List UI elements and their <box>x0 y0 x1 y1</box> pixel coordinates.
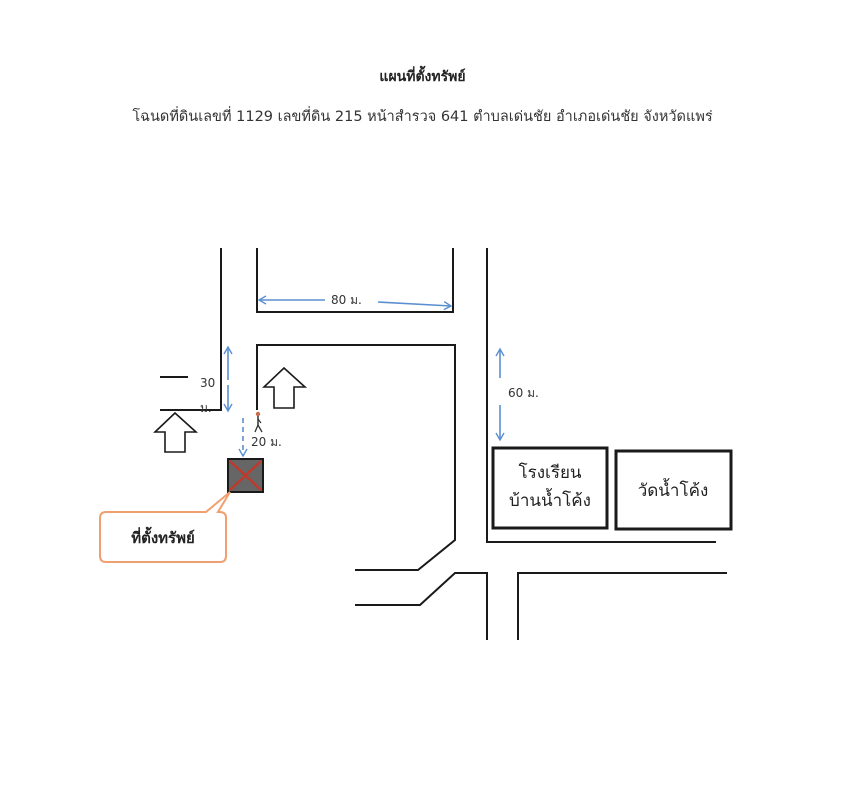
distance-label-right: 60 ม. <box>508 386 539 400</box>
road-lines <box>160 248 727 640</box>
arrow-up-icon <box>261 366 308 409</box>
arrow-up-icon <box>152 411 199 453</box>
road-line-top-inner <box>256 248 454 313</box>
measure-arrows <box>223 295 505 458</box>
map-title: แผนที่ตั้งทรัพย์ <box>379 69 466 85</box>
distance-label-property: 20 ม. <box>251 435 282 449</box>
road-line-lower-left <box>355 572 488 640</box>
road-line-left-vertical <box>160 248 222 411</box>
measure-top-right <box>377 301 453 311</box>
road-line-right-vertical <box>486 248 716 543</box>
road-line-lower-right <box>517 572 727 640</box>
walking-person-icon <box>254 411 263 433</box>
distance-label-left-number: 30 <box>200 376 215 390</box>
temple-label: วัดน้ำโค้ง <box>638 478 709 501</box>
distance-label-left-unit: ม. <box>200 401 212 415</box>
distance-label-top: 80 ม. <box>331 293 362 307</box>
property-callout-label: ที่ตั้งทรัพย์ <box>131 526 195 547</box>
school-building <box>491 446 609 530</box>
road-line-center-block <box>256 344 456 571</box>
property-callout <box>99 491 231 563</box>
school-label-line2: บ้านน้ำโค้ง <box>509 488 591 511</box>
map-subtitle: โฉนดที่ดินเลขที่ 1129 เลขที่ดิน 215 หน้า… <box>132 109 713 125</box>
crossed-box-icon <box>227 458 264 493</box>
school-label-line1: โรงเรียน <box>518 462 581 483</box>
temple-building <box>614 449 733 531</box>
